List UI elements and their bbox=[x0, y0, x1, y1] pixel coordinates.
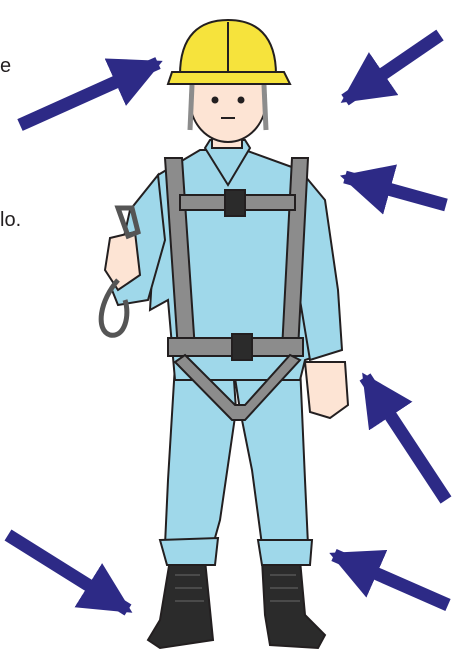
trousers bbox=[160, 365, 312, 565]
arrow-icon bbox=[345, 177, 446, 205]
helmet-icon bbox=[168, 20, 290, 84]
arrow-icon bbox=[334, 555, 448, 605]
arrow-icon bbox=[365, 377, 446, 500]
arrow-icon bbox=[8, 535, 128, 610]
arrow-icon bbox=[20, 63, 158, 125]
boots bbox=[148, 560, 325, 648]
arrow-icon bbox=[345, 35, 440, 100]
